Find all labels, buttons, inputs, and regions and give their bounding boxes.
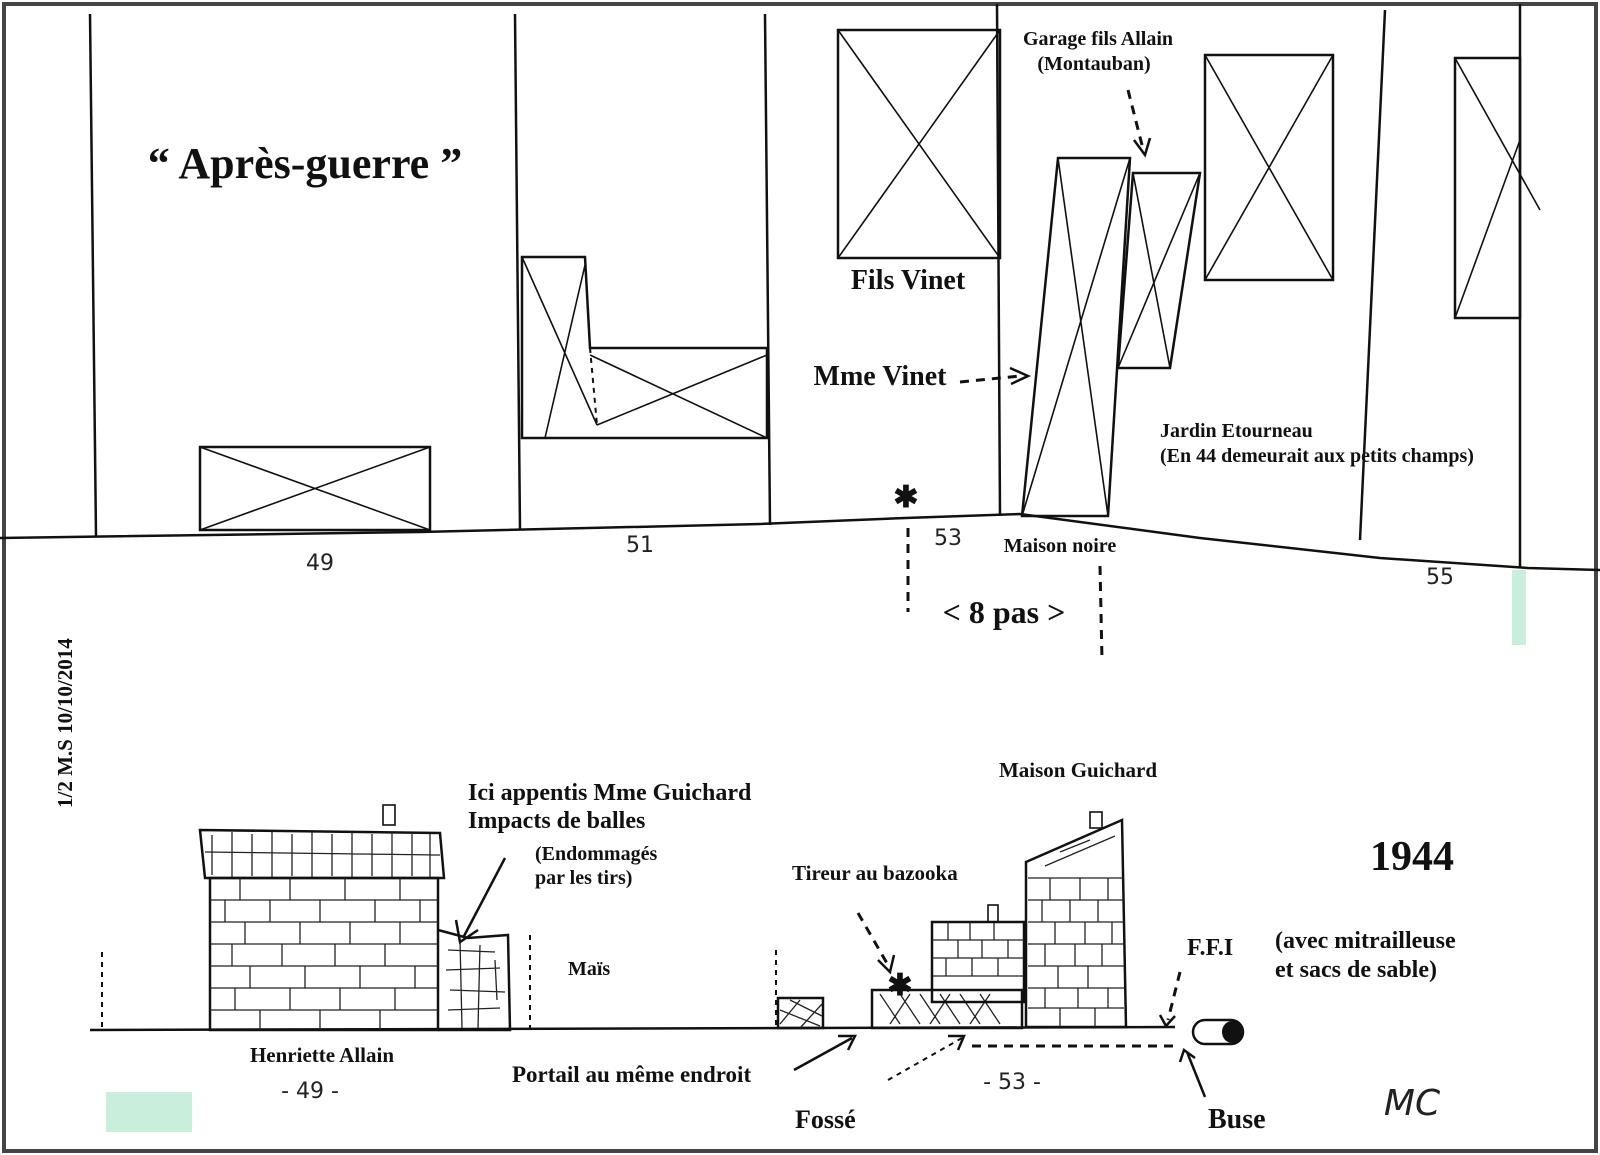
building-jardin bbox=[1203, 53, 1335, 282]
label-garage: Garage fils Allain bbox=[1023, 28, 1173, 50]
building-51 bbox=[520, 255, 769, 440]
portail-arrowhead bbox=[838, 1034, 858, 1051]
label-mme-vinet: Mme Vinet bbox=[814, 361, 948, 392]
house-henriette-allain bbox=[198, 804, 446, 1032]
appentis-arrow bbox=[461, 857, 507, 939]
label-mitrailleuse: (avec mitrailleuse bbox=[1275, 928, 1456, 954]
bottom-elevation: ✱ bbox=[89, 804, 1245, 1098]
building-55 bbox=[1453, 56, 1541, 320]
label-maison-noire: Maison noire bbox=[1004, 535, 1117, 557]
label-henriette-allain: Henriette Allain bbox=[250, 1043, 394, 1067]
ffi-arrow bbox=[1166, 971, 1182, 1021]
building-fils-vinet bbox=[836, 28, 1002, 260]
side-reference: 1/2 M.S 10/10/2014 bbox=[53, 638, 77, 808]
label-tireur: Tireur au bazooka bbox=[792, 861, 958, 885]
label-mais: Maïs bbox=[568, 958, 610, 980]
label-8-pas: < 8 pas > bbox=[943, 594, 1066, 630]
bazooka-arrow bbox=[856, 912, 890, 966]
tape-mark-left bbox=[106, 1092, 192, 1132]
garage-arrowhead bbox=[1132, 137, 1152, 158]
buse-arrow bbox=[1185, 1051, 1207, 1098]
building-garage bbox=[1116, 171, 1202, 370]
appentis-guichard bbox=[437, 928, 512, 1032]
label-ffi: F.F.I bbox=[1187, 935, 1233, 961]
label-portail: Portail au même endroit bbox=[512, 1062, 751, 1087]
title-apres-guerre: “ Après-guerre ” bbox=[148, 139, 462, 188]
house-number-49: 49 bbox=[306, 551, 334, 576]
portail-arrow bbox=[793, 1036, 853, 1072]
portail-fence bbox=[776, 996, 825, 1030]
house-number-53: 53 bbox=[934, 526, 962, 551]
plot-divider bbox=[995, 3, 1002, 517]
house-number-55: 55 bbox=[1426, 565, 1454, 590]
label-fosse: Fossé bbox=[795, 1105, 856, 1134]
label-maison-guichard: Maison Guichard bbox=[999, 758, 1157, 782]
tape-mark-right bbox=[1512, 570, 1526, 645]
label-year-1944: 1944 bbox=[1370, 834, 1454, 880]
fosse-arrow bbox=[887, 1037, 963, 1081]
label-impacts: Impacts de balles bbox=[468, 808, 645, 834]
plot-divider bbox=[1358, 9, 1387, 541]
building-mme-vinet bbox=[1020, 156, 1132, 518]
house-number-51: 51 bbox=[626, 533, 654, 558]
label-jardin-note: (En 44 demeurait aux petits champs) bbox=[1160, 445, 1474, 467]
buse-pipe bbox=[1191, 1018, 1245, 1046]
top-plan: ✱ bbox=[0, 3, 1600, 661]
guichard-outbuilding bbox=[930, 904, 1026, 1004]
label-buse: Buse bbox=[1208, 1104, 1266, 1135]
maison-guichard bbox=[1024, 811, 1128, 1029]
plot-divider bbox=[513, 13, 522, 531]
label-number-53: - 53 - bbox=[983, 1070, 1041, 1095]
label-jardin: Jardin Etourneau bbox=[1160, 420, 1313, 442]
road-line bbox=[0, 512, 1600, 572]
label-endommages: (Endommagés bbox=[535, 843, 657, 865]
mme-vinet-arrowhead bbox=[1009, 366, 1032, 386]
label-number-49: - 49 - bbox=[281, 1079, 339, 1104]
fosse-arrowhead bbox=[948, 1034, 966, 1051]
plot-divider bbox=[763, 13, 772, 526]
guichard-low-wall bbox=[870, 988, 1024, 1030]
distance-line-right bbox=[1098, 565, 1104, 661]
bazooka-arrowhead bbox=[877, 954, 896, 975]
star-marker-bazooka: ✱ bbox=[887, 969, 912, 1002]
plot-divider bbox=[88, 13, 98, 537]
label-appentis: Ici appentis Mme Guichard bbox=[468, 780, 752, 806]
label-garage-location: (Montauban) bbox=[1037, 53, 1150, 75]
garage-arrow bbox=[1126, 89, 1144, 146]
mme-vinet-arrow bbox=[959, 374, 1021, 384]
building-49 bbox=[198, 445, 432, 532]
buse-arrowhead bbox=[1178, 1047, 1196, 1063]
signature-mc: MC bbox=[1384, 1083, 1441, 1124]
label-sacs-de-sable: et sacs de sable) bbox=[1275, 957, 1437, 983]
label-fils-vinet: Fils Vinet bbox=[851, 265, 966, 296]
appentis-arrowhead bbox=[454, 919, 479, 945]
star-marker-top: ✱ bbox=[893, 481, 918, 514]
label-par-les-tirs: par les tirs) bbox=[535, 867, 632, 889]
ffi-arrowhead bbox=[1158, 1014, 1176, 1029]
